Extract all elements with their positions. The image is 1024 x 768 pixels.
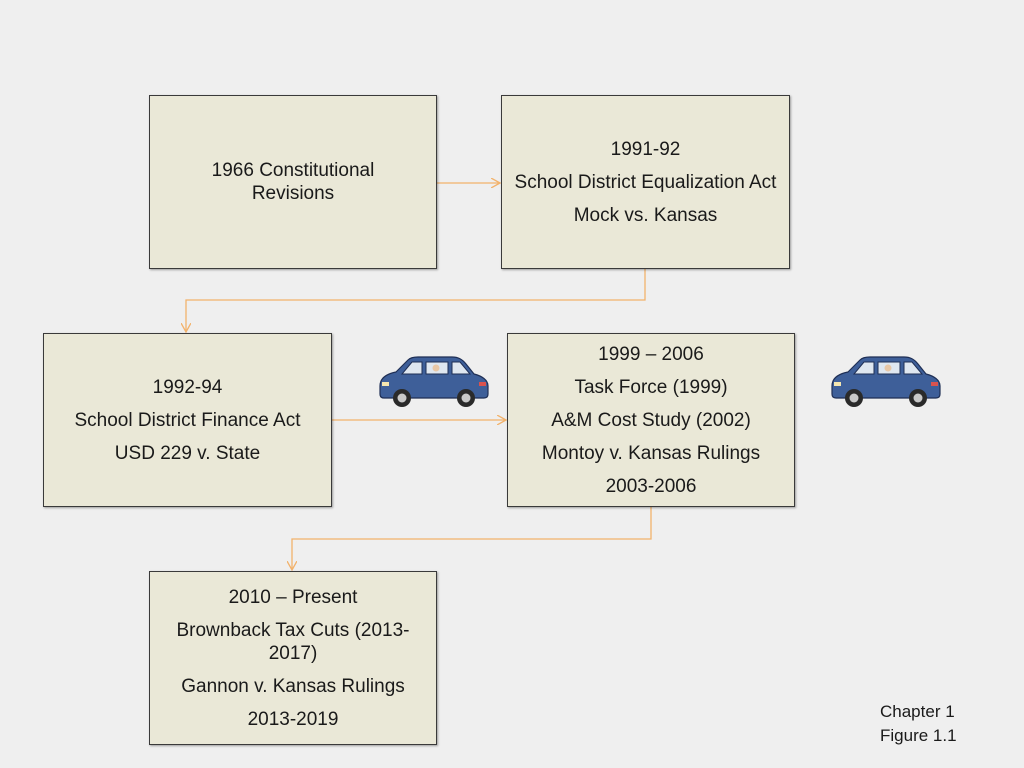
timeline-box-2010: 2010 – Present Brownback Tax Cuts (2013-… xyxy=(149,571,437,745)
box4-line-4: Montoy v. Kansas Rulings xyxy=(541,442,761,464)
arrow-box4-to-box5 xyxy=(292,507,652,569)
arrow-box2-to-box3 xyxy=(186,269,646,331)
timeline-box-1966: 1966 Constitutional Revisions xyxy=(149,95,437,269)
box4-line-3: A&M Cost Study (2002) xyxy=(551,409,751,431)
timeline-box-1999: 1999 – 2006 Task Force (1999) A&M Cost S… xyxy=(507,333,795,507)
box5-line-1: 2010 – Present xyxy=(228,586,358,608)
box4-line-1: 1999 – 2006 xyxy=(598,343,704,365)
timeline-box-1991: 1991-92 School District Equalization Act… xyxy=(501,95,790,269)
box5-line-4: 2013-2019 xyxy=(247,708,339,730)
car-icon xyxy=(379,356,489,407)
box2-line-1: 1991-92 xyxy=(610,138,681,160)
box5-line-2: Brownback Tax Cuts (2013-2017) xyxy=(176,619,410,664)
box3-line-2: School District Finance Act xyxy=(74,409,301,431)
caption-figure: Figure 1.1 xyxy=(880,726,957,745)
box3-line-1: 1992-94 xyxy=(152,376,223,398)
caption-chapter: Chapter 1 xyxy=(880,702,955,721)
box5-line-3: Gannon v. Kansas Rulings xyxy=(181,675,405,697)
box1-line-1: 1966 Constitutional Revisions xyxy=(211,160,375,204)
box2-line-2: School District Equalization Act xyxy=(514,171,777,193)
car-icon xyxy=(831,356,941,407)
timeline-box-1992: 1992-94 School District Finance Act USD … xyxy=(43,333,332,507)
box3-line-3: USD 229 v. State xyxy=(114,442,261,464)
figure-caption: Chapter 1 Figure 1.1 xyxy=(880,700,957,748)
box2-line-3: Mock vs. Kansas xyxy=(573,204,718,226)
box4-line-2: Task Force (1999) xyxy=(574,376,728,398)
box4-line-5: 2003-2006 xyxy=(605,475,697,497)
